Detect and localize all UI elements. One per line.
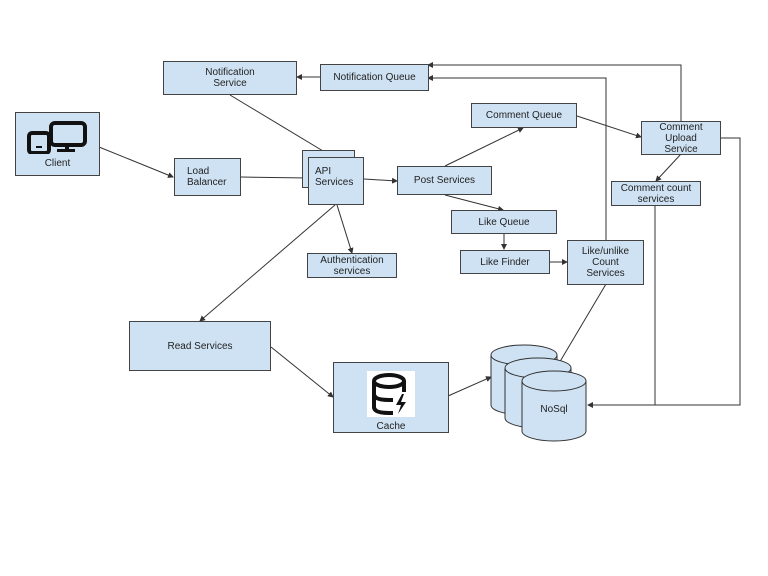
edge-loadbalancer-api (240, 174, 309, 181)
edge-api-read (199, 204, 336, 322)
edge-commentcount-nosql (587, 206, 656, 408)
nosql-db[interactable] (490, 344, 587, 442)
edge-api-post (363, 177, 398, 184)
cache-icon-bg (367, 371, 415, 417)
node-comment-count-services-label: Comment count services (620, 182, 692, 205)
edge-upload-commentcount (655, 153, 682, 182)
edge-cache-nosql (447, 376, 492, 397)
nosql-cylinder-front-top (521, 370, 587, 392)
node-cache[interactable]: Cache (333, 362, 449, 433)
node-api-services[interactable]: API Services (308, 157, 364, 205)
node-notification-queue[interactable]: Notification Queue (320, 64, 429, 91)
node-like-finder[interactable]: Like Finder (460, 250, 550, 274)
node-post-services[interactable]: Post Services (397, 166, 492, 195)
node-read-services-label: Read Services (167, 340, 233, 352)
node-like-finder-label: Like Finder (480, 256, 530, 268)
node-load-balancer[interactable]: Load Balancer (174, 158, 241, 196)
edge-upload-nosql (655, 137, 741, 406)
node-like-unlike-count-services[interactable]: Like/unlike Count Services (567, 240, 644, 285)
database-bolt-icon (372, 373, 406, 415)
devices-icon (26, 120, 87, 154)
edge-api-auth (336, 204, 354, 254)
node-comment-queue[interactable]: Comment Queue (471, 103, 577, 128)
node-comment-upload-service[interactable]: Comment Upload Service (641, 121, 721, 155)
node-client[interactable]: Client (15, 112, 100, 176)
edge-notification-api (229, 94, 334, 158)
node-post-services-label: Post Services (413, 175, 476, 186)
edge-client-loadbalancer (98, 146, 174, 178)
nosql-cylinder-front (521, 381, 587, 442)
node-api-services-label: API Services (315, 166, 354, 188)
node-authentication-services-label: Authentication services (320, 254, 384, 277)
node-notification-service-label: Notification Service (205, 67, 255, 89)
edge-likecount-notifqueue (427, 75, 607, 240)
edge-post-commentqueue (444, 127, 524, 167)
node-comment-count-services[interactable]: Comment count services (611, 181, 701, 206)
node-like-queue[interactable]: Like Queue (451, 210, 557, 234)
node-nosql-label: NoSql (540, 404, 568, 415)
node-cache-label: Cache (376, 421, 406, 432)
edge-read-cache (270, 346, 334, 398)
edge-likecount-nosql (554, 283, 607, 371)
edge-upload-notifqueue (427, 62, 682, 121)
node-authentication-services[interactable]: Authentication services (307, 253, 397, 278)
edge-post-likequeue (444, 194, 504, 212)
node-read-services[interactable]: Read Services (129, 321, 271, 371)
node-comment-queue-label: Comment Queue (485, 110, 563, 121)
node-notification-service[interactable]: Notification Service (163, 61, 297, 95)
edge-commentqueue-upload (576, 115, 642, 139)
node-comment-upload-service-label: Comment Upload Service (659, 121, 703, 155)
node-client-label: Client (44, 157, 71, 169)
node-notification-queue-label: Notification Queue (333, 72, 416, 83)
node-like-unlike-count-services-label: Like/unlike Count Services (581, 246, 630, 279)
node-like-queue-label: Like Queue (478, 216, 530, 228)
node-load-balancer-label: Load Balancer (187, 166, 227, 188)
